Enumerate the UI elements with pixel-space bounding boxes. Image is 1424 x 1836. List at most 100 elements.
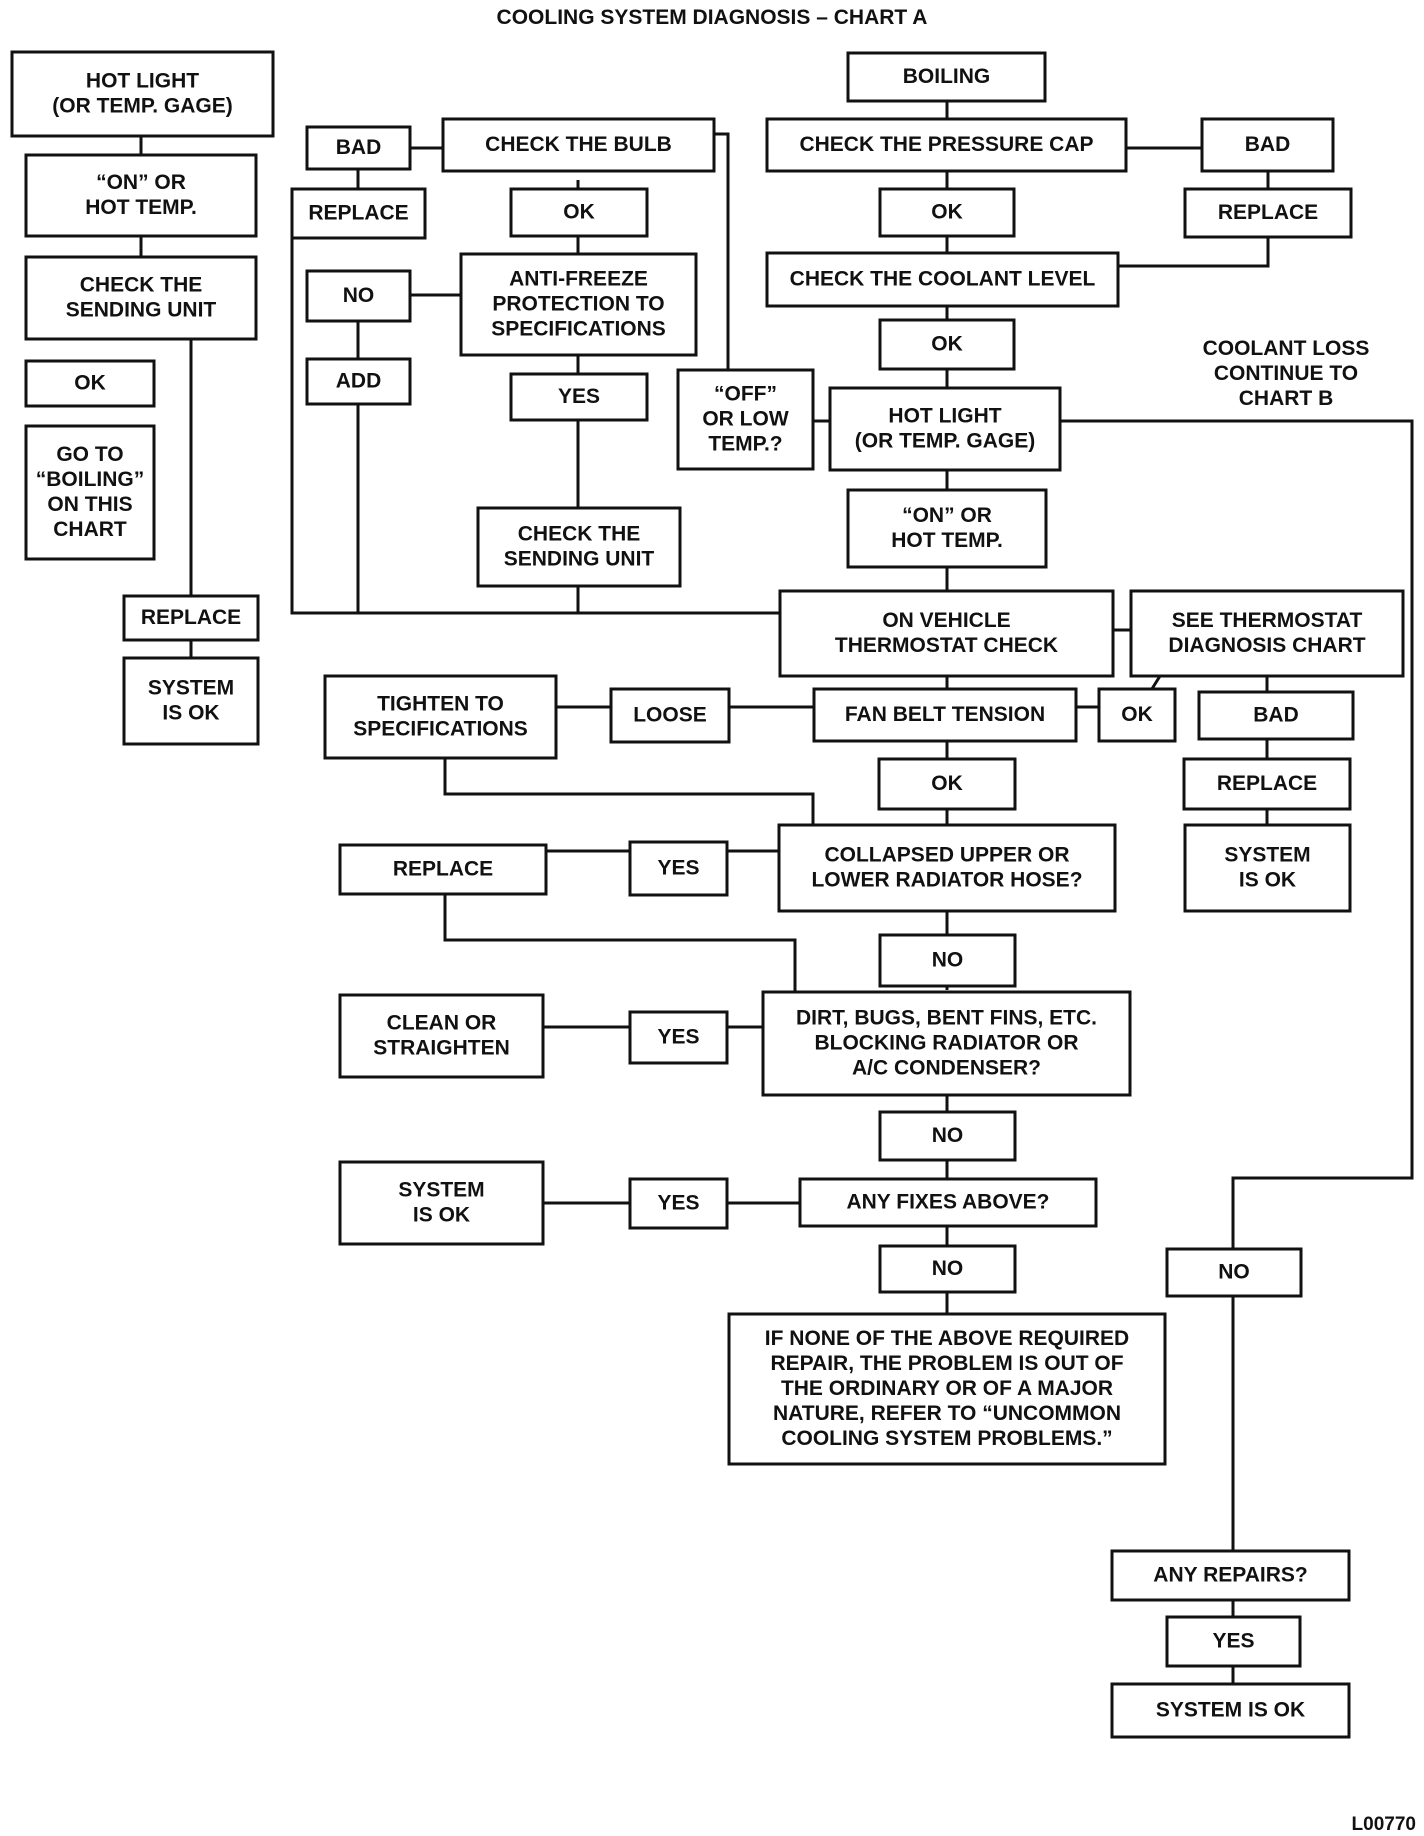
node-label: REPLACE <box>1218 201 1318 224</box>
node-system-ok-final: SYSTEM IS OK <box>1110 1682 1351 1739</box>
node-label: ANY FIXES ABOVE? <box>846 1190 1049 1213</box>
connector-lines <box>139 101 1414 1684</box>
node-label: HOT LIGHT(OR TEMP. GAGE) <box>855 404 1035 452</box>
figure-code: L00770 <box>1352 1814 1416 1835</box>
node-box <box>441 117 716 173</box>
node-box <box>305 357 412 406</box>
node-label: REPLACE <box>393 857 493 880</box>
node-label: DIRT, BUGS, BENT FINS, ETC.BLOCKING RADI… <box>796 1006 1097 1079</box>
node-box <box>509 372 649 422</box>
node-box <box>761 990 1132 1097</box>
node-yes-hose: YES <box>628 840 729 897</box>
node-no-dirt: NO <box>878 1110 1017 1162</box>
node-label: BAD <box>1253 703 1299 726</box>
node-box <box>1183 187 1353 239</box>
node-label: ADD <box>336 369 382 392</box>
node-box <box>628 1010 729 1065</box>
node-label: CHECK THE BULB <box>485 133 672 156</box>
node-label: OK <box>74 371 106 394</box>
node-boiling: BOILING <box>846 51 1047 103</box>
node-check-cap: CHECK THE PRESSURE CAP <box>765 117 1128 173</box>
node-box <box>24 255 258 341</box>
node-box <box>812 687 1078 743</box>
node-check-coolant: CHECK THE COOLANT LEVEL <box>765 251 1120 308</box>
node-hot-light-1: HOT LIGHT(OR TEMP. GAGE) <box>10 50 275 138</box>
node-label: LOOSE <box>633 703 707 726</box>
node-box <box>1183 823 1352 913</box>
node-label: NO <box>1218 1260 1250 1283</box>
node-box <box>338 993 545 1079</box>
node-label: ANY REPAIRS? <box>1153 1563 1307 1586</box>
node-label: BAD <box>1245 133 1291 156</box>
node-hot-light-2: HOT LIGHT(OR TEMP. GAGE) <box>828 386 1062 472</box>
node-label: REPLACE <box>141 606 241 629</box>
node-check-bulb: CHECK THE BULB <box>441 117 716 173</box>
node-label: OK <box>1121 703 1153 726</box>
node-label: NO <box>932 948 964 971</box>
node-label: YES <box>1212 1629 1254 1652</box>
node-label: BOILING <box>903 65 991 88</box>
node-ok-sending: OK <box>24 359 156 408</box>
node-box <box>765 117 1128 173</box>
node-replace-thermostat: REPLACE <box>1182 757 1352 811</box>
node-box <box>676 368 815 471</box>
node-box <box>24 424 156 561</box>
node-any-repairs: ANY REPAIRS? <box>1110 1549 1351 1602</box>
node-label: OK <box>931 200 963 223</box>
node-yes-fixes: YES <box>628 1177 729 1230</box>
node-box <box>878 187 1016 238</box>
node-box <box>878 1110 1017 1162</box>
node-box <box>338 843 548 896</box>
node-replace-hose: REPLACE <box>338 843 548 896</box>
node-box <box>846 488 1048 569</box>
node-label: CHECK THE PRESSURE CAP <box>799 133 1093 156</box>
node-yes-antifreeze: YES <box>509 372 649 422</box>
node-box <box>727 1312 1167 1466</box>
node-no-right: NO <box>1165 1247 1303 1298</box>
node-box <box>459 252 698 357</box>
node-label: REPLACE <box>308 201 408 224</box>
node-box <box>1165 1247 1303 1298</box>
node-box <box>609 687 731 744</box>
node-box <box>846 51 1047 103</box>
node-box <box>878 318 1016 371</box>
node-box <box>1110 1549 1351 1602</box>
node-ok-cap: OK <box>878 187 1016 238</box>
node-box <box>798 1177 1098 1228</box>
node-box <box>305 125 412 171</box>
node-label: NO <box>932 1124 964 1147</box>
node-box <box>290 187 427 240</box>
node-box <box>828 386 1062 472</box>
node-fan-belt: FAN BELT TENSION <box>812 687 1078 743</box>
node-box <box>305 269 412 323</box>
node-box <box>765 251 1120 308</box>
node-box <box>1097 687 1177 743</box>
node-no-fixes: NO <box>878 1244 1017 1294</box>
node-bad-thermostat: BAD <box>1197 690 1355 741</box>
node-label: CHECK THE COOLANT LEVEL <box>790 267 1096 290</box>
node-label: NO <box>932 1257 964 1280</box>
node-label: YES <box>657 1025 699 1048</box>
node-box <box>24 359 156 408</box>
node-replace-bulb: REPLACE <box>290 187 427 240</box>
node-box <box>778 589 1115 678</box>
node-dirt: DIRT, BUGS, BENT FINS, ETC.BLOCKING RADI… <box>761 990 1132 1097</box>
node-box <box>1110 1682 1351 1739</box>
